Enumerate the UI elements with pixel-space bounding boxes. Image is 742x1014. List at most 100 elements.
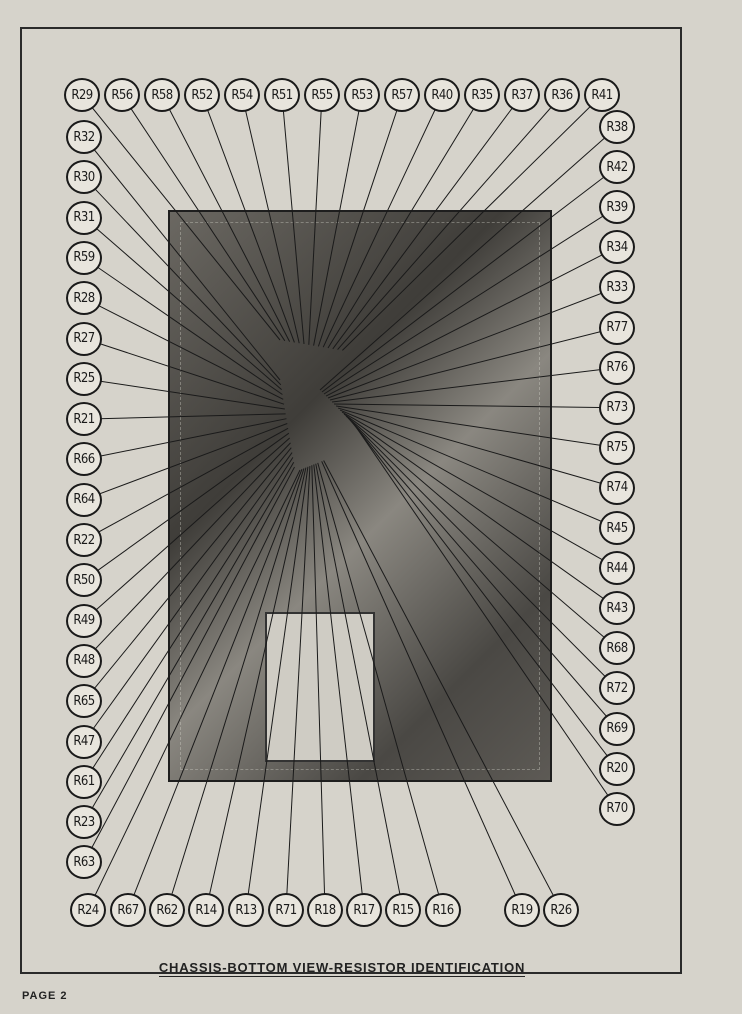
resistor-label-r66: R66 bbox=[66, 442, 102, 477]
resistor-label-r20: R20 bbox=[599, 751, 635, 786]
leader-line-r32 bbox=[83, 136, 281, 381]
resistor-label-r45: R45 bbox=[599, 511, 635, 545]
leader-line-r67 bbox=[127, 469, 303, 911]
leader-line-r26 bbox=[323, 460, 562, 911]
resistor-label-r29: R29 bbox=[64, 78, 100, 112]
leader-line-r20 bbox=[351, 421, 618, 769]
resistor-label-r26: R26 bbox=[543, 893, 579, 927]
leader-line-r17 bbox=[313, 464, 365, 911]
leader-line-r54 bbox=[241, 94, 300, 344]
leader-line-r22 bbox=[83, 427, 289, 541]
resistor-label-r28: R28 bbox=[66, 281, 102, 316]
resistor-label-r43: R43 bbox=[599, 591, 635, 626]
leader-line-r15 bbox=[315, 463, 404, 911]
resistor-label-r14: R14 bbox=[188, 893, 224, 927]
leader-line-r14 bbox=[205, 467, 307, 911]
leader-line-r77 bbox=[329, 327, 618, 401]
page-number: PAGE 2 bbox=[22, 990, 68, 1002]
leader-line-r72 bbox=[347, 417, 618, 689]
leader-line-r48 bbox=[83, 442, 291, 662]
resistor-label-r31: R31 bbox=[66, 200, 102, 235]
resistor-label-r73: R73 bbox=[599, 390, 635, 425]
resistor-label-r63: R63 bbox=[66, 845, 102, 880]
leader-line-r24 bbox=[87, 469, 301, 911]
leader-line-r37 bbox=[332, 94, 523, 350]
resistor-label-r42: R42 bbox=[599, 150, 635, 185]
resistor-label-r53: R53 bbox=[344, 78, 380, 112]
resistor-label-r74: R74 bbox=[599, 470, 635, 505]
leader-line-r19 bbox=[321, 461, 523, 911]
resistor-label-r62: R62 bbox=[149, 893, 185, 927]
resistor-label-r36: R36 bbox=[544, 78, 580, 112]
leader-line-r23 bbox=[83, 461, 295, 823]
leader-line-r36 bbox=[337, 94, 563, 350]
leader-line-r65 bbox=[83, 447, 292, 702]
resistor-label-r52: R52 bbox=[184, 78, 220, 112]
resistor-label-r25: R25 bbox=[66, 361, 102, 396]
leader-line-r74 bbox=[337, 407, 618, 489]
leader-line-r47 bbox=[83, 452, 293, 742]
resistor-label-r75: R75 bbox=[599, 430, 635, 465]
leader-line-r57 bbox=[317, 94, 403, 347]
resistor-label-r58: R58 bbox=[144, 78, 180, 112]
leader-line-r70 bbox=[353, 423, 618, 809]
resistor-label-r33: R33 bbox=[599, 270, 635, 305]
leader-line-r42 bbox=[321, 166, 618, 393]
leader-line-r16 bbox=[317, 462, 444, 911]
leader-line-r71 bbox=[285, 466, 311, 911]
leader-line-r73 bbox=[334, 403, 618, 409]
leader-line-r21 bbox=[83, 413, 286, 420]
leader-line-r63 bbox=[83, 466, 295, 863]
resistor-label-r38: R38 bbox=[599, 110, 635, 144]
resistor-label-r41: R41 bbox=[584, 78, 620, 112]
leader-line-r76 bbox=[331, 367, 618, 403]
resistor-label-r65: R65 bbox=[66, 684, 102, 719]
resistor-label-r55: R55 bbox=[304, 78, 340, 112]
resistor-label-r21: R21 bbox=[66, 402, 102, 437]
resistor-label-r61: R61 bbox=[66, 764, 102, 799]
leader-line-r13 bbox=[245, 466, 309, 911]
resistor-label-r39: R39 bbox=[599, 190, 635, 225]
resistor-label-r76: R76 bbox=[599, 350, 635, 385]
leader-line-r55 bbox=[308, 94, 323, 345]
leader-line-r61 bbox=[83, 457, 294, 783]
resistor-label-r23: R23 bbox=[66, 805, 102, 840]
resistor-label-r64: R64 bbox=[66, 482, 102, 517]
resistor-label-r27: R27 bbox=[66, 321, 102, 356]
resistor-label-r69: R69 bbox=[599, 711, 635, 746]
leader-line-r33 bbox=[327, 286, 618, 399]
resistor-label-r34: R34 bbox=[599, 230, 635, 265]
leader-line-r52 bbox=[201, 94, 295, 343]
leader-line-r39 bbox=[323, 206, 618, 395]
leader-line-r50 bbox=[83, 432, 290, 581]
resistor-label-r71: R71 bbox=[268, 893, 304, 927]
leader-line-r62 bbox=[166, 468, 305, 911]
resistor-label-r49: R49 bbox=[66, 603, 102, 638]
resistor-label-r30: R30 bbox=[66, 160, 102, 195]
resistor-label-r57: R57 bbox=[384, 78, 420, 112]
resistor-label-r35: R35 bbox=[464, 78, 500, 112]
resistor-label-r47: R47 bbox=[66, 724, 102, 759]
resistor-label-r17: R17 bbox=[346, 893, 382, 927]
resistor-label-r13: R13 bbox=[228, 893, 264, 927]
leader-line-r28 bbox=[83, 297, 284, 400]
resistor-label-r72: R72 bbox=[599, 671, 635, 706]
resistor-label-r56: R56 bbox=[104, 78, 140, 112]
leader-line-r41 bbox=[342, 94, 603, 351]
leader-line-r68 bbox=[345, 415, 618, 649]
leader-line-r69 bbox=[349, 419, 618, 729]
page-border bbox=[20, 27, 682, 974]
resistor-label-r54: R54 bbox=[224, 78, 260, 112]
resistor-label-r59: R59 bbox=[66, 240, 102, 275]
resistor-label-r32: R32 bbox=[66, 120, 102, 154]
resistor-label-r77: R77 bbox=[599, 310, 635, 345]
leader-line-r25 bbox=[83, 378, 285, 410]
resistor-label-r15: R15 bbox=[385, 893, 421, 927]
leader-line-r64 bbox=[83, 423, 288, 501]
leader-line-r58 bbox=[161, 94, 291, 342]
leader-line-r51 bbox=[281, 94, 305, 345]
leader-line-r56 bbox=[121, 94, 286, 342]
leader-line-r38 bbox=[319, 126, 618, 391]
leader-line-r31 bbox=[83, 217, 282, 391]
